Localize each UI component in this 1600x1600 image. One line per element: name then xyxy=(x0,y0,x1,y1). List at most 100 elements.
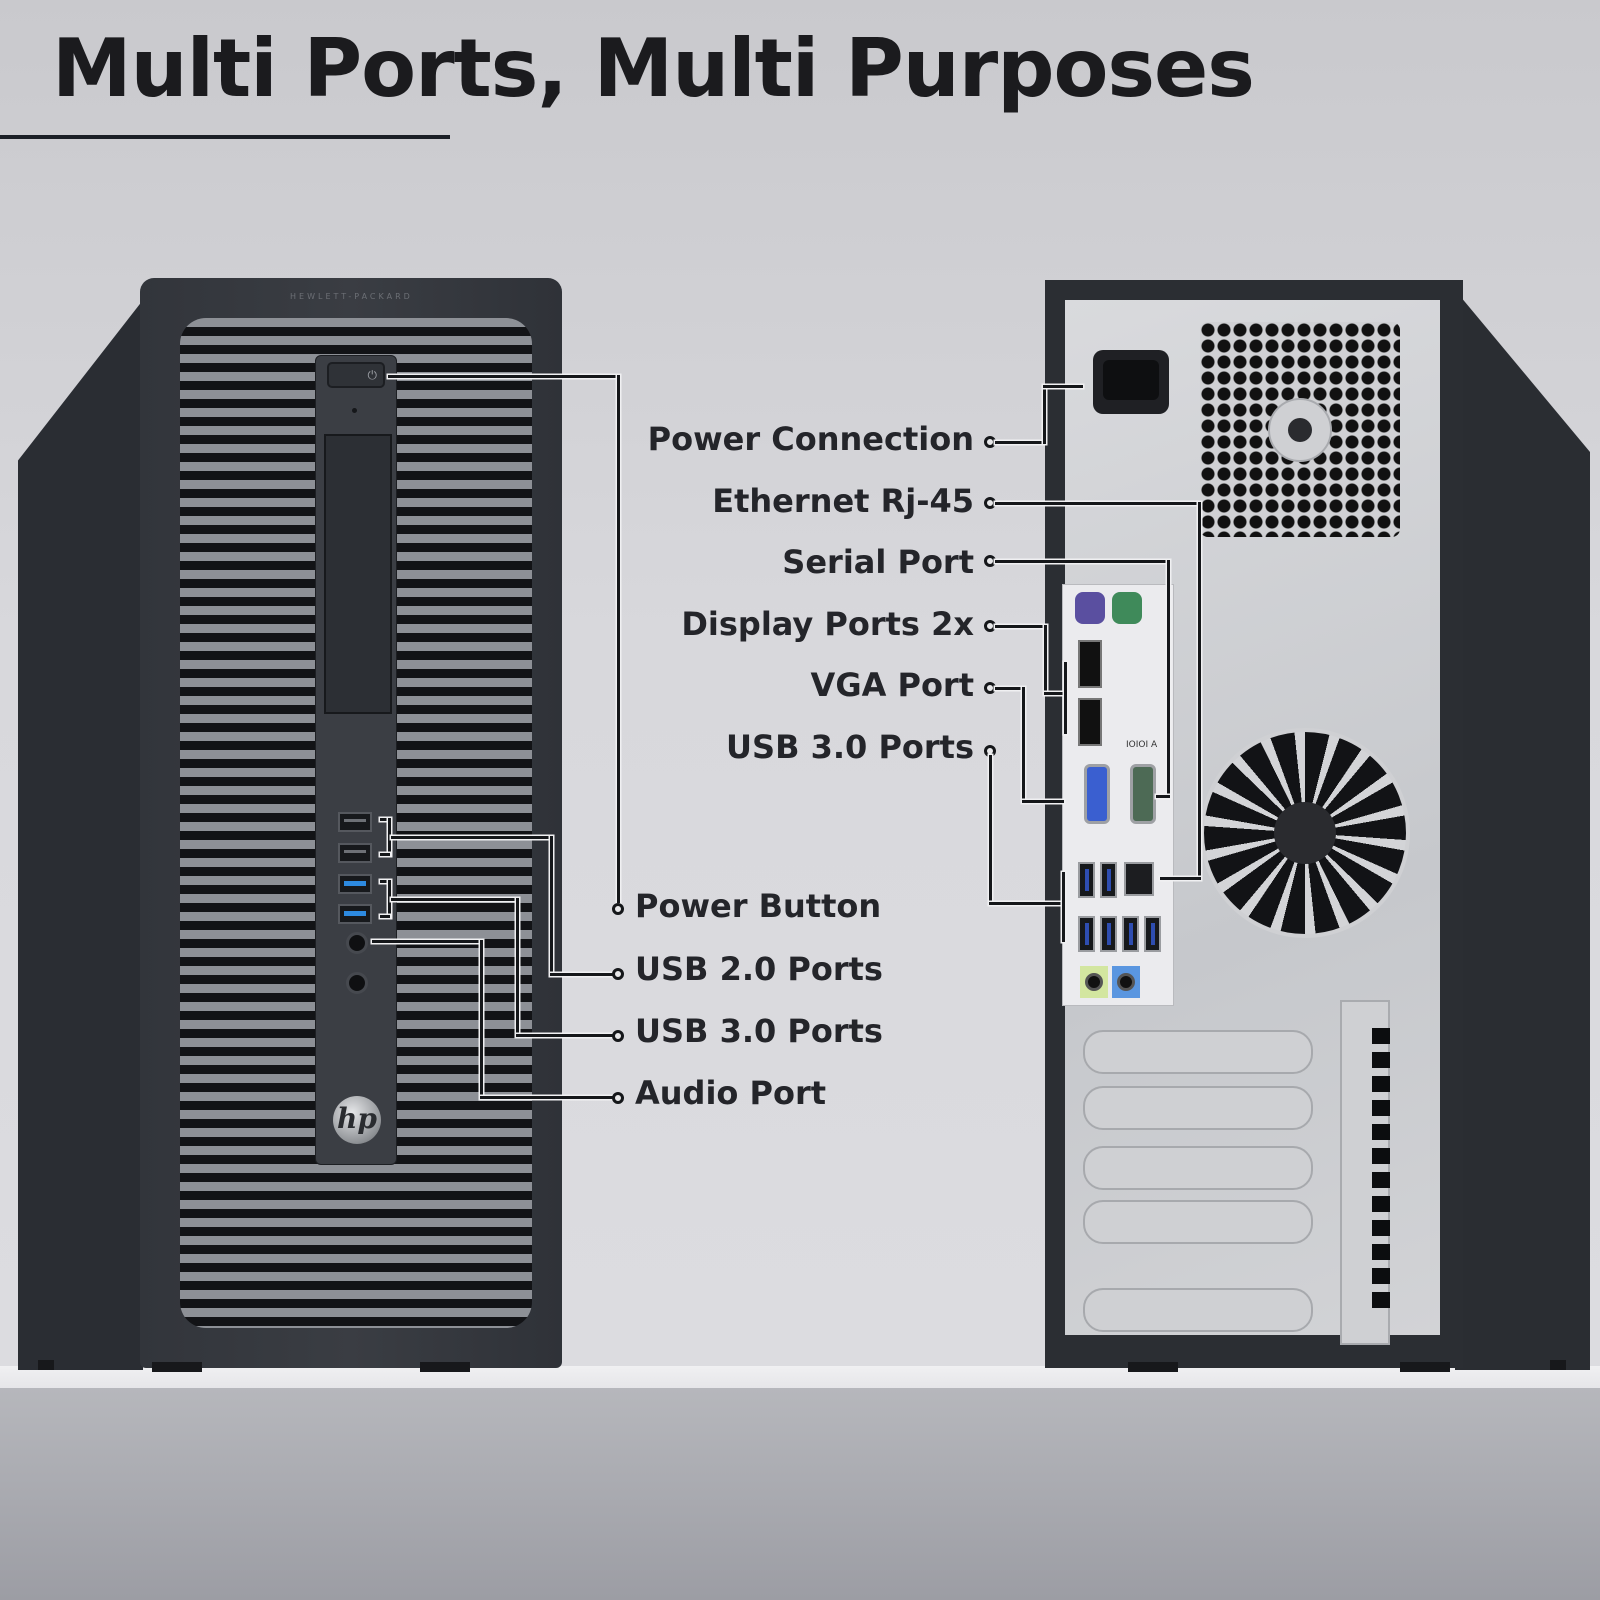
bracket-vent xyxy=(1372,1172,1390,1188)
callout-dot xyxy=(984,682,996,694)
label-front-usb2: USB 2.0 Ports xyxy=(635,950,883,988)
callout-bracket xyxy=(380,915,390,918)
callout-line xyxy=(995,625,1047,628)
power-inlet xyxy=(1093,350,1169,414)
callout-dot xyxy=(612,903,624,915)
expansion-slot-cover xyxy=(1083,1200,1313,1244)
front-headphone-jack xyxy=(346,972,368,994)
bracket-vent xyxy=(1372,1028,1390,1044)
label-power-connection: Power Connection xyxy=(647,420,974,458)
label-power-button: Power Button xyxy=(635,887,882,925)
callout-bracket xyxy=(1062,872,1065,942)
callout-dot xyxy=(612,968,624,980)
label-audio-port: Audio Port xyxy=(635,1074,827,1112)
floor xyxy=(0,1388,1600,1600)
callout-line xyxy=(388,375,620,378)
callout-line xyxy=(1044,625,1047,695)
bracket-vent xyxy=(1372,1268,1390,1284)
callout-line xyxy=(1022,687,1025,803)
callout-line xyxy=(480,1096,614,1099)
callout-dot xyxy=(612,1030,624,1042)
displayport-2 xyxy=(1078,698,1102,746)
rear-usb3-port xyxy=(1078,916,1095,952)
tower-foot xyxy=(1400,1362,1450,1372)
label-ethernet: Ethernet Rj-45 xyxy=(712,482,974,520)
rear-tower-side-panel xyxy=(1455,290,1590,1370)
bracket-vent xyxy=(1372,1220,1390,1236)
serial-port xyxy=(1130,764,1156,824)
callout-bracket xyxy=(1064,662,1067,734)
line-in-jack xyxy=(1112,966,1140,998)
bracket-vent xyxy=(1372,1076,1390,1092)
callout-line xyxy=(372,940,482,943)
displayport-1 xyxy=(1078,640,1102,688)
front-tower-side-panel xyxy=(18,300,143,1370)
callout-line xyxy=(617,375,620,903)
callout-line xyxy=(995,560,1169,563)
tower-foot xyxy=(38,1360,54,1370)
label-display-ports: Display Ports 2x xyxy=(681,605,974,643)
tower-foot xyxy=(420,1362,470,1372)
callout-line xyxy=(1043,385,1046,444)
optical-drive-bay xyxy=(324,434,392,714)
bracket-vent xyxy=(1372,1124,1390,1140)
vga-port xyxy=(1084,764,1110,824)
callout-dot xyxy=(984,497,996,509)
brand-text: HEWLETT-PACKARD xyxy=(290,292,413,301)
front-usb2-port-2 xyxy=(338,843,372,863)
bracket-vent xyxy=(1372,1148,1390,1164)
floor-edge xyxy=(0,1366,1600,1388)
callout-line xyxy=(516,1034,614,1037)
callout-bracket xyxy=(380,818,390,821)
power-led xyxy=(352,408,357,413)
callout-line xyxy=(989,755,992,905)
front-mic-jack xyxy=(346,932,368,954)
power-button[interactable]: ⏻ xyxy=(327,362,385,388)
callout-line xyxy=(995,687,1025,690)
callout-bracket xyxy=(388,880,391,918)
callout-line xyxy=(1198,502,1201,880)
expansion-slot-cover xyxy=(1083,1086,1313,1130)
ethernet-port xyxy=(1124,862,1154,896)
callout-dot xyxy=(984,436,996,448)
callout-line xyxy=(550,973,614,976)
callout-line xyxy=(1022,800,1064,803)
rear-usb3-port xyxy=(1122,916,1139,952)
callout-line xyxy=(1043,385,1083,388)
callout-dot xyxy=(984,620,996,632)
front-usb2-port-1 xyxy=(338,812,372,832)
bracket-vent xyxy=(1372,1052,1390,1068)
title-underline xyxy=(0,135,450,139)
callout-line xyxy=(1156,795,1170,798)
tower-foot xyxy=(1550,1360,1566,1370)
front-usb3-port-2 xyxy=(338,904,372,924)
callout-line xyxy=(391,836,552,839)
front-usb3-port-1 xyxy=(338,874,372,894)
bracket-vent xyxy=(1372,1100,1390,1116)
rear-usb3-port xyxy=(1078,862,1095,898)
bracket-vent xyxy=(1372,1292,1390,1308)
power-icon: ⏻ xyxy=(367,368,378,382)
page-title: Multi Ports, Multi Purposes xyxy=(52,22,1255,115)
label-front-usb3: USB 3.0 Ports xyxy=(635,1012,883,1050)
bracket-vent xyxy=(1372,1244,1390,1260)
callout-line xyxy=(516,898,519,1036)
bracket-vent xyxy=(1372,1196,1390,1212)
ps2-mouse-port xyxy=(1112,592,1142,624)
callout-bracket xyxy=(388,818,391,856)
callout-line xyxy=(391,898,518,901)
callout-line xyxy=(1167,560,1170,798)
label-serial-port: Serial Port xyxy=(782,543,974,581)
label-rear-usb3: USB 3.0 Ports xyxy=(726,728,974,766)
expansion-slot-cover xyxy=(1083,1288,1313,1332)
rear-usb3-port xyxy=(1100,916,1117,952)
rear-usb3-port xyxy=(1144,916,1161,952)
callout-bracket xyxy=(380,880,390,883)
callout-dot xyxy=(984,555,996,567)
hp-logo: hp xyxy=(333,1096,381,1144)
tower-foot xyxy=(152,1362,202,1372)
callout-line xyxy=(1160,877,1201,880)
label-vga-port: VGA Port xyxy=(810,666,974,704)
callout-bracket xyxy=(380,853,390,856)
callout-line xyxy=(550,836,553,976)
